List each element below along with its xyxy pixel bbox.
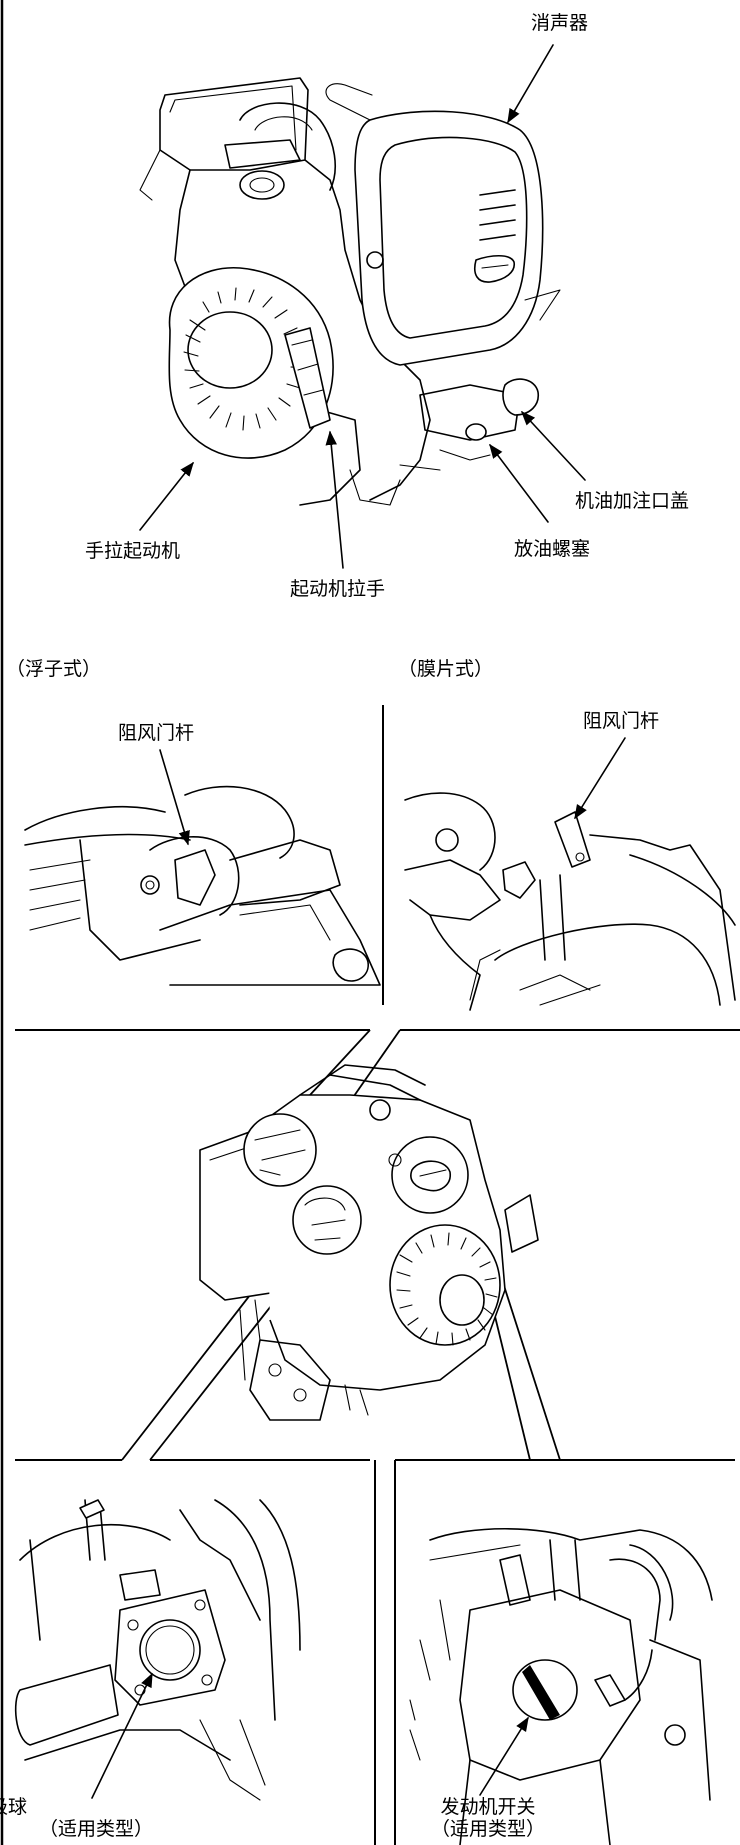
float-type-caption: （浮子式） xyxy=(6,658,102,680)
drain-bolt-label: 放油螺塞 xyxy=(514,538,591,560)
starter-grip-label: 起动机拉手 xyxy=(290,578,386,600)
engine-switch-line1: 发动机开关 xyxy=(440,1796,536,1818)
primer-bulb-line1: 吸球 xyxy=(0,1796,28,1818)
recoil-starter-label: 手拉起动机 xyxy=(85,540,181,562)
oil-filler-cap-label: 机油加注口盖 xyxy=(575,490,690,512)
diaphragm-type-caption: （膜片式） xyxy=(398,658,494,680)
float-choke-drawing xyxy=(24,749,381,986)
engine-switch-line2: （适用类型） xyxy=(430,1818,546,1840)
middle-engine-drawing xyxy=(199,1064,539,1421)
engine-switch-label: 发动机开关 （适用类型） xyxy=(431,1796,545,1840)
primer-bulb-label: 吸球 （适用类型） xyxy=(0,1796,154,1840)
top-engine-drawing xyxy=(139,44,586,569)
float-choke-lever-label: 阻风门杆 xyxy=(118,722,195,744)
primer-bulb-line2: （适用类型） xyxy=(38,1818,154,1840)
primer-bulb-drawing xyxy=(14,1499,301,1801)
engine-switch-drawing xyxy=(409,1528,713,1845)
muffler-label: 消声器 xyxy=(531,12,589,34)
diaphragm-choke-drawing xyxy=(404,737,736,1011)
diaphragm-choke-lever-label: 阻风门杆 xyxy=(583,710,660,732)
